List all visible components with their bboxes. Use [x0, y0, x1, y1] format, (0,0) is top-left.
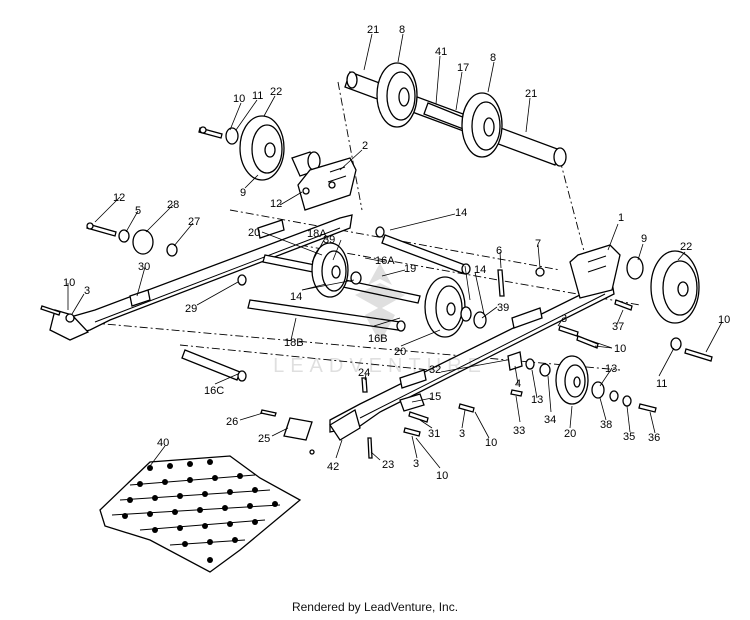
callout-37: 37: [612, 321, 624, 333]
left-front-parts: [40, 222, 178, 323]
callout-2: 2: [362, 140, 368, 152]
left-rail: [49, 214, 353, 341]
callout-27: 27: [188, 216, 200, 228]
callout-34: 34: [544, 414, 556, 426]
callout-8: 8: [490, 52, 496, 64]
callout-8: 8: [399, 24, 405, 36]
callout-39: 39: [497, 302, 509, 314]
left-bracket: [297, 157, 357, 211]
callout-22: 22: [680, 241, 692, 253]
track-lugs: [122, 459, 278, 563]
callout-10: 10: [436, 470, 448, 482]
callout-14: 14: [455, 207, 467, 219]
callout-40: 40: [157, 437, 169, 449]
leader-lines: [67, 33, 723, 469]
track: [99, 455, 302, 573]
callout-21: 21: [525, 88, 537, 100]
right-rear-parts: [497, 250, 713, 362]
callout-32: 32: [429, 364, 441, 376]
callout-23: 23: [382, 459, 394, 471]
callout-24: 24: [358, 367, 370, 379]
cross-shafts: [181, 234, 471, 382]
callout-21: 21: [367, 24, 379, 36]
callout-16A: 16A: [375, 255, 395, 267]
callout-11: 11: [656, 378, 667, 390]
callout-18B: 18B: [284, 337, 304, 349]
callout-3: 3: [84, 285, 90, 297]
callout-10: 10: [233, 93, 245, 105]
callout-31: 31: [428, 428, 440, 440]
right-lower-parts: [403, 325, 657, 437]
upper-left-wheel: [198, 115, 321, 181]
callout-38: 38: [600, 419, 612, 431]
callout-16C: 16C: [204, 385, 224, 397]
callout-14: 14: [474, 264, 486, 276]
callout-1: 1: [618, 212, 624, 224]
callout-3: 3: [413, 458, 419, 470]
callout-20: 20: [564, 428, 576, 440]
callout-20: 20: [394, 346, 406, 358]
callout-17: 17: [457, 62, 469, 74]
callout-6: 6: [496, 245, 502, 257]
callout-39: 39: [323, 234, 335, 246]
footer-credit: Rendered by LeadVenture, Inc.: [291, 600, 459, 614]
callout-3: 3: [459, 428, 465, 440]
callout-11: 11: [252, 90, 263, 102]
callout-4: 4: [515, 378, 521, 390]
callout-9: 9: [240, 187, 246, 199]
callout-5: 5: [135, 205, 141, 217]
callout-3: 3: [561, 313, 567, 325]
callout-7: 7: [535, 238, 541, 250]
middle-wheels: [237, 226, 487, 338]
callout-20: 20: [248, 227, 260, 239]
callout-10: 10: [485, 437, 497, 449]
callout-15: 15: [429, 391, 441, 403]
callout-25: 25: [258, 433, 270, 445]
callout-9: 9: [641, 233, 647, 245]
callout-41: 41: [435, 46, 447, 58]
callout-labels: 21 8 41 17 8 21 10 11 22 9 2 12 12 5 28 …: [63, 24, 730, 482]
callout-13: 13: [531, 394, 543, 406]
callout-10: 10: [718, 314, 730, 326]
callout-10: 10: [614, 343, 626, 355]
callout-30: 30: [138, 261, 150, 273]
callout-35: 35: [623, 431, 635, 443]
callout-16B: 16B: [368, 333, 388, 345]
callout-22: 22: [270, 86, 282, 98]
callout-10: 10: [63, 277, 75, 289]
callout-14: 14: [290, 291, 302, 303]
callout-36: 36: [648, 432, 660, 444]
right-rail: [329, 244, 621, 441]
callout-13: 13: [605, 363, 617, 375]
callout-26: 26: [226, 416, 238, 428]
callout-12: 12: [113, 192, 125, 204]
callout-28: 28: [167, 199, 179, 211]
callout-18A: 18A: [307, 228, 327, 240]
callout-42: 42: [327, 461, 339, 473]
callout-19: 19: [404, 263, 416, 275]
upper-axle-assembly: [344, 62, 567, 167]
callout-33: 33: [513, 425, 525, 437]
callout-12: 12: [270, 198, 282, 210]
lower-front-parts: [260, 377, 429, 459]
callout-29: 29: [185, 303, 197, 315]
